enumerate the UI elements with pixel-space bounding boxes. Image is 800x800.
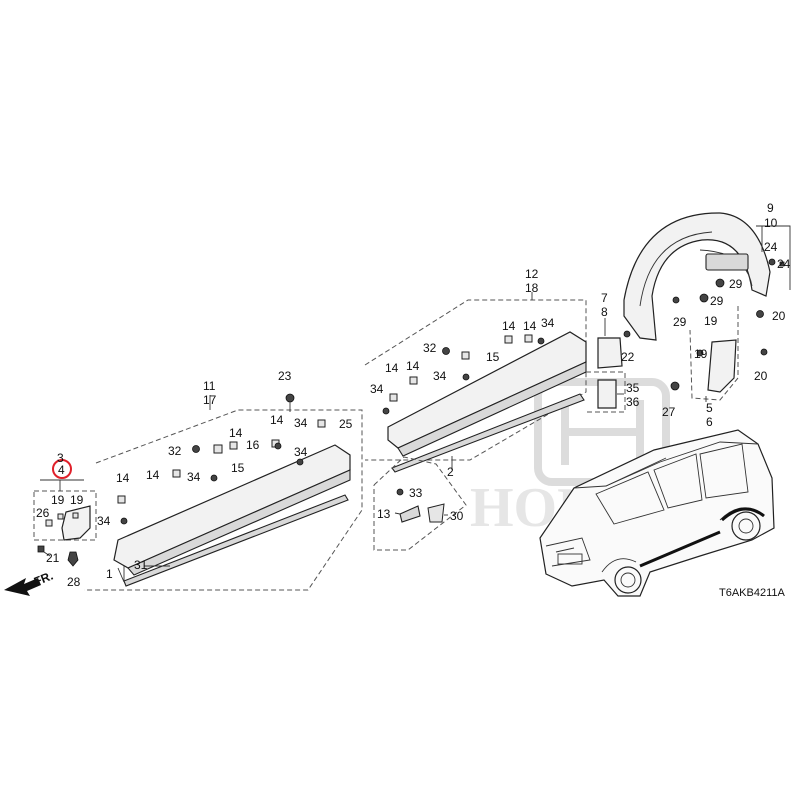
callout-13: 13: [377, 507, 391, 521]
callout-20a: 20: [772, 309, 786, 323]
callout-7: 7: [601, 291, 608, 305]
diagram-code: T6AKB4211A: [719, 587, 786, 599]
callout-14a: 14: [270, 413, 284, 427]
callout-28: 28: [67, 575, 81, 589]
callout-24b: 24: [777, 257, 791, 271]
callout-14h: 14: [406, 359, 420, 373]
callout-15a: 15: [231, 461, 245, 475]
callout-12: 12: [525, 267, 539, 281]
callout-32b: 32: [423, 341, 437, 355]
callout-21: 21: [46, 551, 60, 565]
clip-parts-group: [373, 456, 467, 551]
front-direction-arrow: FR.: [4, 569, 55, 596]
callout-10: 10: [764, 216, 778, 230]
callout-19c: 19: [704, 314, 718, 328]
callout-34d: 34: [97, 514, 111, 528]
callout-6: 6: [706, 415, 713, 429]
callout-14b: 14: [229, 426, 243, 440]
callout-27: 27: [662, 405, 676, 419]
callout-25: 25: [339, 417, 353, 431]
callout-36: 36: [626, 395, 640, 409]
callout-20b: 20: [754, 369, 768, 383]
callout-35: 35: [626, 381, 640, 395]
callout-34b: 34: [294, 445, 308, 459]
callout-14g: 14: [385, 361, 399, 375]
callout-3: 3: [57, 451, 64, 465]
callout-33: 33: [409, 486, 423, 500]
callout-2: 2: [447, 465, 454, 479]
highlight-circle: [52, 459, 72, 479]
callout-23: 23: [278, 369, 292, 383]
callout-16: 16: [246, 438, 260, 452]
callout-34g: 34: [370, 382, 384, 396]
fender-liner-group: [623, 212, 791, 402]
callout-29c: 29: [673, 315, 687, 329]
mudguard-group: [33, 479, 97, 567]
callout-19b: 19: [70, 493, 84, 507]
front-sill-garnish-group: [84, 393, 363, 591]
callout-8: 8: [601, 305, 608, 319]
callout-34f: 34: [433, 369, 447, 383]
callout-22: 22: [621, 350, 635, 364]
callout-14f: 14: [523, 319, 537, 333]
callout-14c: 14: [146, 468, 160, 482]
callout-14e: 14: [502, 319, 516, 333]
callout-15b: 15: [486, 350, 500, 364]
vehicle-illustration: [539, 429, 775, 597]
callout-18: 18: [525, 281, 539, 295]
callout-32a: 32: [168, 444, 182, 458]
callout-9: 9: [767, 201, 774, 215]
rear-sill-garnish-group: [364, 292, 587, 473]
callout-14d: 14: [116, 471, 130, 485]
callout-5: 5: [706, 401, 713, 415]
direction-label: FR.: [32, 569, 55, 589]
callout-34c: 34: [187, 470, 201, 484]
callout-34e: 34: [541, 316, 555, 330]
callout-19d: 19: [694, 347, 708, 361]
callout-31: 31: [134, 558, 148, 572]
callout-29a: 29: [729, 277, 743, 291]
callout-34a: 34: [294, 416, 308, 430]
callout-30: 30: [450, 509, 464, 523]
callout-26: 26: [36, 506, 50, 520]
callout-1: 1: [106, 567, 113, 581]
mudflap-group: [586, 318, 631, 413]
callout-labels: 3 4 19 19 26 21 28 11 17 23 25 14 34 14 …: [36, 201, 791, 599]
callout-24a: 24: [764, 240, 778, 254]
callout-11: 11: [203, 379, 216, 393]
callout-4: 4: [58, 463, 65, 477]
callout-17: 17: [203, 393, 217, 407]
callout-19a: 19: [51, 493, 65, 507]
callout-29b: 29: [710, 294, 724, 308]
